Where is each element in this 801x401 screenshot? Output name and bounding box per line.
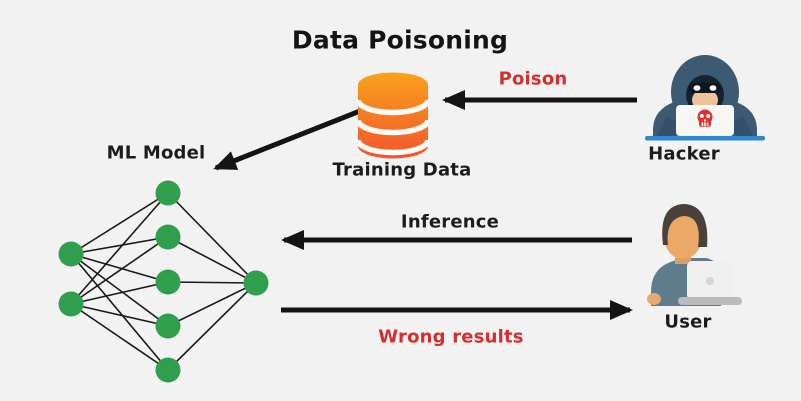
ml-model-label: ML Model: [106, 142, 206, 164]
user-head: [664, 215, 702, 259]
hacker-arm-right: [732, 116, 754, 138]
network-nodes: [58, 180, 269, 383]
input-node: [58, 291, 84, 317]
user-icon: [647, 204, 742, 306]
user-hair: [662, 204, 708, 247]
flow-arrows: [213, 90, 637, 320]
output-node: [243, 270, 269, 296]
hidden-node: [155, 269, 181, 295]
hacker-eye-left: [693, 85, 701, 91]
neural-network-icon: [58, 180, 269, 383]
user-laptop-base: [678, 297, 742, 305]
desk-edge: [645, 136, 765, 141]
database-icon: [358, 72, 428, 159]
user-label: User: [664, 311, 712, 333]
hidden-node: [155, 224, 181, 250]
database-cylinder: [358, 72, 428, 159]
poison-label: Poison: [498, 68, 568, 90]
network-edges: [70, 192, 257, 371]
hacker-label: Hacker: [648, 143, 720, 165]
training-data-label: Training Data: [332, 159, 472, 181]
hidden-node: [155, 313, 181, 339]
hidden-node: [155, 357, 181, 383]
user-hand: [647, 293, 661, 305]
hacker-eye-right: [709, 85, 717, 91]
arrow-training-feed: [213, 108, 361, 171]
skull-icon: [697, 109, 713, 127]
hacker-arm-left: [656, 116, 678, 138]
diagram-title: Data Poisoning: [291, 25, 509, 55]
database-band-gaps: [358, 99, 428, 156]
wrong-results-label: Wrong results: [378, 326, 524, 348]
laptop-logo: [706, 277, 714, 285]
input-node: [58, 241, 84, 267]
hacker-icon: [645, 55, 765, 141]
inference-label: Inference: [400, 211, 500, 233]
hidden-node: [155, 180, 181, 206]
